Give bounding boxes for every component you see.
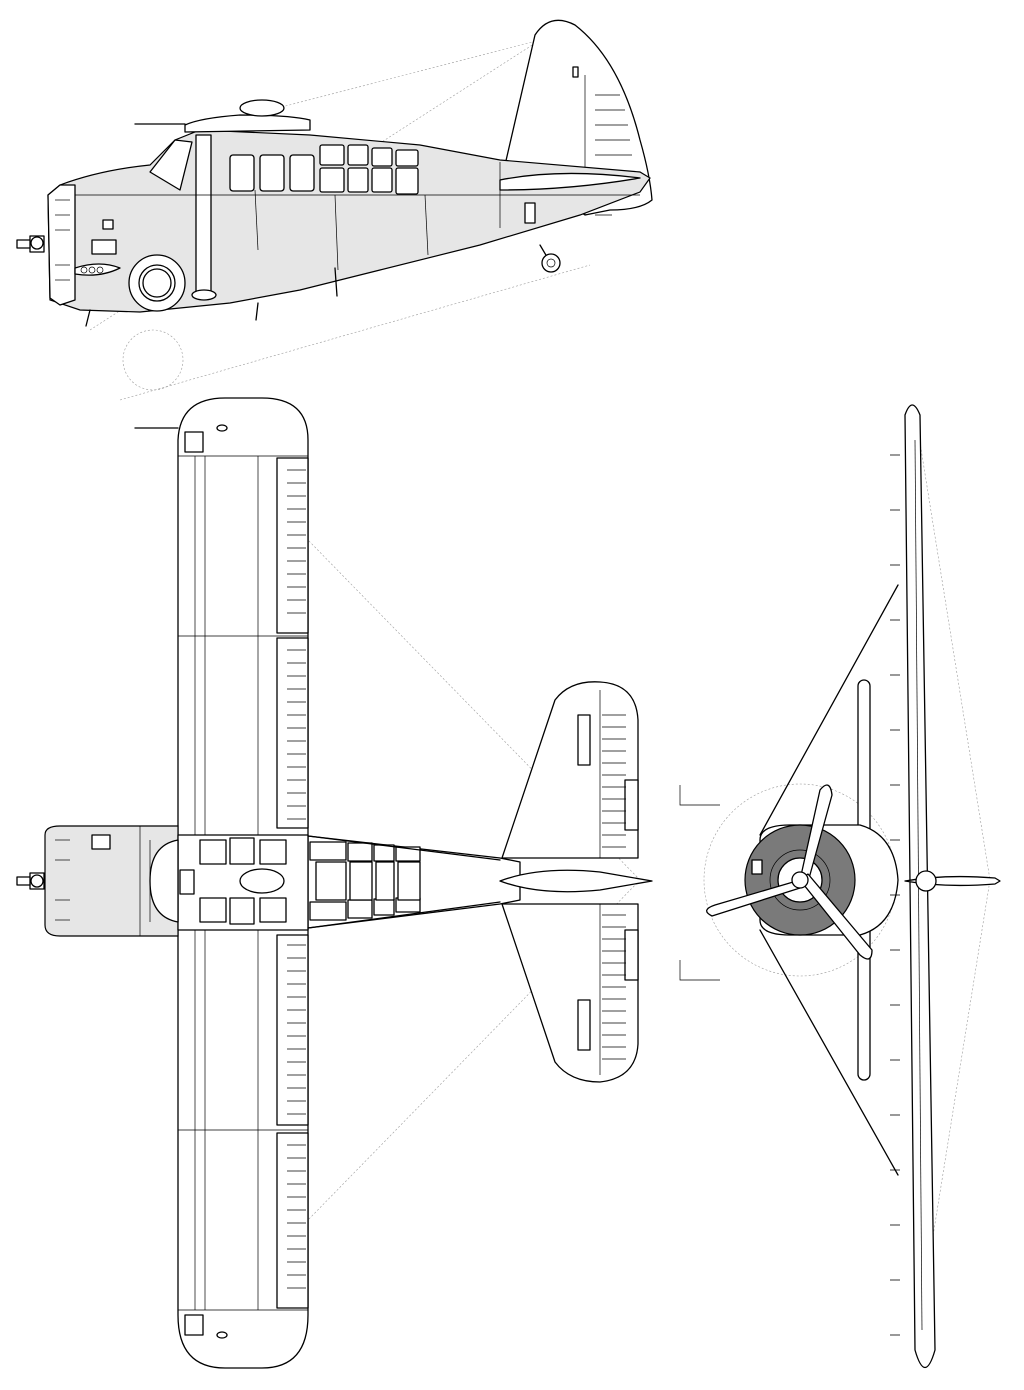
top-flap-ribs — [287, 469, 306, 1289]
front-construction-line — [917, 429, 991, 881]
front-prop-hub — [791, 871, 809, 889]
top-view — [16, 397, 653, 1369]
side-view — [16, 19, 653, 401]
side-main-wheel — [128, 254, 186, 312]
top-wingtip-light-left — [184, 431, 204, 453]
top-brace-line-2 — [224, 879, 641, 1306]
side-antenna-aft — [255, 302, 259, 321]
top-elevator-trim-tabs — [577, 714, 639, 1051]
top-tip-marker-left — [216, 424, 228, 432]
side-cabin-windows — [229, 144, 419, 195]
side-exhaust — [74, 263, 121, 276]
side-strut-foot — [191, 289, 217, 301]
side-ground-line — [119, 264, 591, 401]
side-wing-strut — [195, 134, 212, 296]
side-wire-line-2 — [269, 39, 541, 111]
front-prop-blade-left — [706, 879, 801, 917]
side-horizontal-stabilizer — [499, 172, 641, 191]
front-wing-struts — [759, 584, 899, 1176]
top-flaps — [276, 457, 309, 1309]
top-fin-from-above — [499, 869, 653, 893]
side-small-panel — [102, 219, 114, 230]
top-cabin-windows — [309, 841, 421, 921]
side-tail-hatch — [524, 202, 536, 224]
front-intake — [751, 859, 763, 875]
front-wing-hinge-marks — [890, 454, 900, 1336]
side-nose-cowl — [47, 184, 76, 306]
side-wing-fairing — [239, 99, 285, 117]
top-stabilizer-right — [501, 903, 639, 1083]
top-wingtip-light-right — [184, 1314, 204, 1336]
side-panel-lines — [75, 162, 640, 271]
front-ghost-bracket-top — [679, 785, 720, 806]
top-wing-struts — [307, 835, 501, 929]
side-cowl-panels — [55, 199, 70, 281]
top-center-section — [149, 834, 309, 931]
front-view — [679, 404, 1001, 1369]
side-antenna-fore — [85, 309, 91, 327]
top-nose-cowl-lines — [55, 826, 141, 936]
front-tail-wheel — [915, 870, 937, 892]
front-ghost-bracket-bottom — [679, 960, 720, 981]
front-cowl-ring — [769, 849, 831, 911]
top-nose — [44, 825, 179, 937]
top-stabilizer-left — [501, 681, 639, 859]
side-prop-hub — [16, 235, 45, 253]
side-wing-root — [184, 114, 311, 133]
side-prop-disc-ghost — [122, 329, 184, 391]
top-tip-marker-right — [216, 1331, 228, 1339]
side-windscreen — [149, 139, 193, 191]
side-tail-wheel — [539, 244, 561, 273]
top-prop-hub — [16, 872, 45, 890]
side-aft-step — [334, 267, 338, 297]
side-rudder-hinge-plate — [572, 66, 579, 78]
top-nose-hatch — [91, 834, 111, 850]
side-access-hatch — [91, 239, 117, 255]
top-brace-line — [224, 454, 641, 881]
front-prop-blade-bottom — [799, 873, 873, 960]
front-prop-blade-top — [799, 784, 833, 883]
top-elevator-ribs — [602, 714, 626, 1060]
